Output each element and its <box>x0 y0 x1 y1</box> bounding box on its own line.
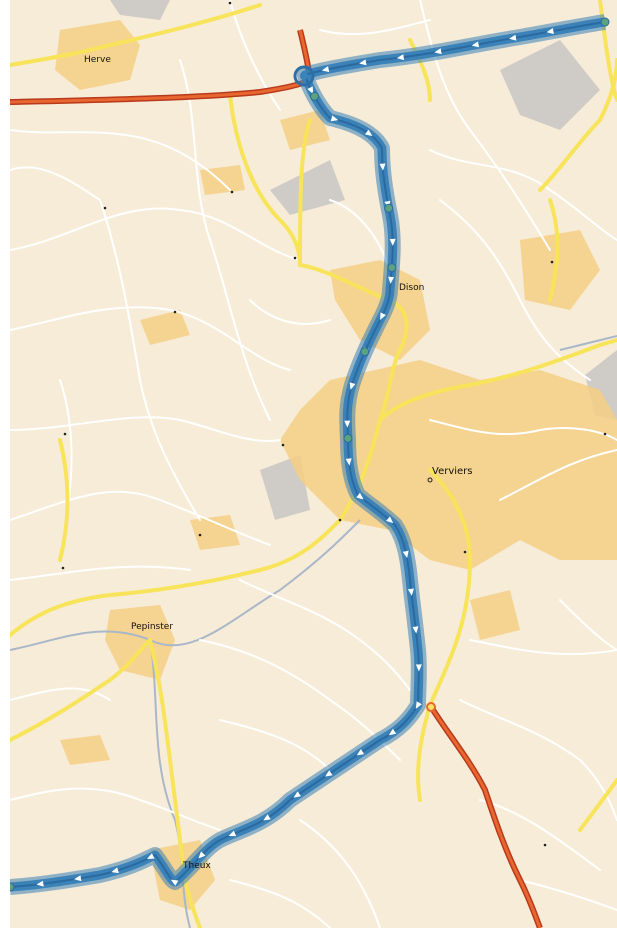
route-arrow-icon <box>415 701 422 709</box>
route-arrow-icon <box>321 66 330 73</box>
route-arrow-icon <box>396 54 405 61</box>
route-arrow-icon <box>349 382 356 390</box>
route-waypoint[interactable] <box>6 882 15 892</box>
route-arrow-icon <box>36 880 44 887</box>
route-arrow-icon <box>471 41 480 48</box>
route-arrow-icon <box>509 34 517 41</box>
route-arrow-icon <box>307 86 314 94</box>
route-arrow-icon <box>412 626 419 634</box>
route-arrow-icon <box>380 312 386 320</box>
route-arrow-icon <box>263 814 271 821</box>
route-waypoint[interactable] <box>600 17 610 27</box>
industrial-areas <box>110 0 617 520</box>
route-arrow-icon <box>415 664 422 672</box>
town-label-theux: Theux <box>182 861 211 871</box>
route-arrow-icon <box>198 851 206 859</box>
route-arrow-icon <box>356 749 365 756</box>
route-arrow-icon <box>74 875 82 882</box>
urban-areas <box>55 20 617 910</box>
route-waypoints <box>6 17 610 892</box>
locality-dots <box>61 1 607 847</box>
route-arrow-icon <box>356 492 364 500</box>
route-arrow-icon <box>388 728 397 736</box>
route-arrow-icon <box>228 830 237 837</box>
route-arrow-icon <box>388 276 395 284</box>
route-arrow-icon <box>111 867 119 874</box>
town-label-herve: Herve <box>84 55 111 65</box>
route-direction-arrows <box>36 28 554 887</box>
route-arrow-icon <box>434 48 442 55</box>
route-arrow-icon <box>386 516 394 524</box>
route-arrow-icon <box>379 163 386 171</box>
route-arrow-icon <box>325 770 333 777</box>
river <box>10 335 617 928</box>
route-arrow-icon <box>330 115 339 122</box>
route-arrow-icon <box>407 588 414 596</box>
route-waypoint[interactable] <box>384 203 394 213</box>
route-arrow-icon <box>359 59 367 66</box>
town-label-pepinster: Pepinster <box>131 622 173 632</box>
route-arrow-icon <box>546 28 554 34</box>
route-arrow-icon <box>170 879 179 886</box>
route-arrow-icon <box>402 550 409 559</box>
route-waypoint[interactable] <box>387 263 397 273</box>
route-arrow-icon <box>146 853 155 860</box>
junction-marker[interactable] <box>426 702 436 712</box>
route-waypoint[interactable] <box>310 91 320 101</box>
route-arrow-icon <box>293 791 301 798</box>
route-arrow-icon <box>365 129 373 137</box>
town-label-verviers: Verviers <box>432 466 473 477</box>
map-margin <box>0 0 10 928</box>
route-arrow-icon <box>345 458 352 466</box>
route-arrow-icon <box>389 238 396 246</box>
route-arrow-icon <box>344 420 351 428</box>
route-waypoint[interactable] <box>343 433 353 443</box>
town-label-dison: Dison <box>399 283 424 293</box>
interchange-marker[interactable] <box>293 65 315 87</box>
route-waypoint[interactable] <box>360 347 370 357</box>
